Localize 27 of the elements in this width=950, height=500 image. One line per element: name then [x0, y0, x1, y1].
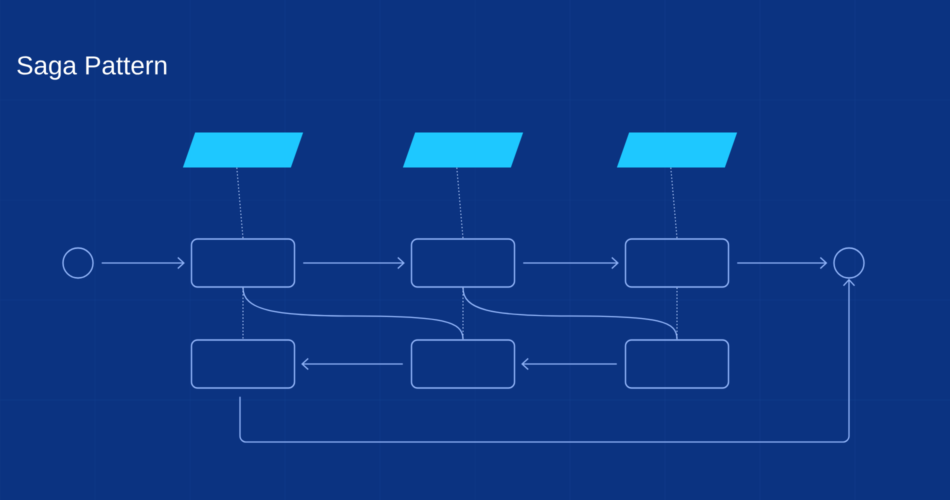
dotted-line	[676, 287, 678, 340]
dotted-line	[456, 167, 464, 239]
dotted-line	[462, 287, 464, 340]
dotted-line	[670, 167, 678, 239]
title: Saga Pattern	[17, 56, 166, 80]
process-box	[410, 238, 516, 288]
dotted-line	[242, 287, 244, 340]
arrow	[301, 358, 403, 370]
state-circle	[833, 247, 865, 279]
curved-line	[462, 288, 678, 340]
arrow	[737, 257, 828, 269]
input-parallelogram	[182, 132, 304, 168]
input-parallelogram	[402, 132, 524, 168]
state-circle	[62, 247, 94, 279]
process-box	[624, 238, 730, 288]
process-box	[410, 339, 516, 389]
arrow	[239, 278, 855, 443]
process-box	[190, 339, 296, 389]
process-box	[190, 238, 296, 288]
arrow	[523, 257, 619, 269]
process-box	[624, 339, 730, 389]
arrow	[303, 257, 405, 269]
input-parallelogram	[616, 132, 738, 168]
arrow	[521, 358, 617, 370]
dotted-line	[236, 167, 244, 239]
arrow	[102, 257, 185, 269]
curved-line	[242, 288, 464, 340]
